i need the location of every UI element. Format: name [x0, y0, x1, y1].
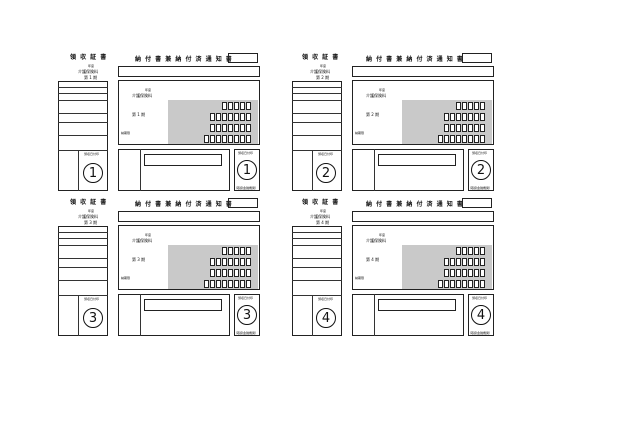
slip-year-label: 年度 — [145, 88, 152, 92]
slip-title: 納 付 書 兼 納 付 済 通 知 書 — [135, 201, 233, 208]
slip-header-row — [352, 66, 494, 77]
stub-fee-label: 介護保険料 — [78, 214, 98, 219]
slip-stamp-box — [234, 294, 260, 336]
stub-stamp-label: 領収日付印 — [318, 152, 334, 156]
slip-main-frame — [118, 225, 260, 290]
slip-year-label: 年度 — [379, 88, 386, 92]
slip-stamp-label: 領収日付印 — [472, 296, 488, 300]
slip-header-row — [352, 211, 494, 222]
stub-number: 2 — [316, 163, 336, 183]
slip-header-row — [118, 66, 260, 77]
stub-stamp-label: 領収日付印 — [318, 297, 334, 301]
stub-period-label: 第 3 期 — [84, 220, 98, 225]
stub-title: 領 収 証 書 — [302, 54, 340, 61]
slip-code-box — [462, 198, 492, 208]
slip-code-box — [228, 53, 258, 63]
stub-frame — [292, 226, 342, 336]
stub-number: 4 — [316, 308, 336, 328]
stub-year-label: 年度 — [88, 209, 95, 213]
slip-title: 納 付 書 兼 納 付 済 通 知 書 — [366, 201, 464, 208]
slip-period-label: 第 3 期 — [132, 257, 146, 262]
slip-note: （取扱金融機関） — [468, 186, 493, 190]
slip-stamp-label: 領収日付印 — [238, 151, 254, 155]
slip-number: 3 — [237, 305, 257, 325]
slip-name-field — [144, 154, 222, 166]
slip-name-field — [144, 299, 222, 311]
slip-note: （取扱金融機関） — [234, 331, 259, 335]
stub-fee-label: 介護保険料 — [310, 214, 330, 219]
slip-code-box — [228, 198, 258, 208]
slip-stamp-box — [468, 149, 494, 191]
stub-title: 領 収 証 書 — [302, 199, 340, 206]
stub-number: 1 — [83, 163, 103, 183]
slip-stamp-box — [234, 149, 260, 191]
stub-fee-label: 介護保険料 — [78, 69, 98, 74]
stub-fee-label: 介護保険料 — [310, 69, 330, 74]
slip-number: 2 — [471, 160, 491, 180]
slip-year-label: 年度 — [145, 233, 152, 237]
stub-year-label: 年度 — [88, 64, 95, 68]
stub-frame — [58, 81, 108, 191]
slip-note: （取扱金融機関） — [234, 186, 259, 190]
slip-stamp-label: 領収日付印 — [238, 296, 254, 300]
stub-frame — [292, 81, 342, 191]
slip-number: 4 — [471, 305, 491, 325]
stub-period-label: 第 4 期 — [316, 220, 330, 225]
slip-fee-label: 介護保険料 — [366, 93, 386, 98]
stub-stamp-label: 領収日付印 — [84, 297, 100, 301]
slip-year-label: 年度 — [379, 233, 386, 237]
slip-name-field — [378, 299, 456, 311]
stub-period-label: 第 1 期 — [84, 75, 98, 80]
stub-frame — [58, 226, 108, 336]
slip-main-frame — [352, 80, 494, 145]
slip-number: 1 — [237, 160, 257, 180]
slip-period-label: 第 4 期 — [366, 257, 380, 262]
slip-lower-frame — [118, 149, 230, 191]
slip-deadline-label: 納期限 — [121, 276, 131, 280]
slip-period-label: 第 1 期 — [132, 112, 146, 117]
slip-name-field — [378, 154, 456, 166]
slip-lower-frame — [118, 294, 230, 336]
slip-header-row — [118, 211, 260, 222]
slip-lower-frame — [352, 149, 464, 191]
slip-period-label: 第 2 期 — [366, 112, 380, 117]
slip-main-frame — [118, 80, 260, 145]
stub-year-label: 年度 — [320, 209, 327, 213]
stub-title: 領 収 証 書 — [70, 199, 108, 206]
stub-year-label: 年度 — [320, 64, 327, 68]
slip-fee-label: 介護保険料 — [132, 93, 152, 98]
slip-fee-label: 介護保険料 — [132, 238, 152, 243]
stub-stamp-label: 領収日付印 — [84, 152, 100, 156]
stub-number: 3 — [83, 308, 103, 328]
slip-deadline-label: 納期限 — [355, 276, 365, 280]
slip-title: 納 付 書 兼 納 付 済 通 知 書 — [366, 56, 464, 63]
slip-fee-label: 介護保険料 — [366, 238, 386, 243]
slip-title: 納 付 書 兼 納 付 済 通 知 書 — [135, 56, 233, 63]
slip-stamp-label: 領収日付印 — [472, 151, 488, 155]
slip-deadline-label: 納期限 — [355, 131, 365, 135]
slip-deadline-label: 納期限 — [121, 131, 131, 135]
stub-title: 領 収 証 書 — [70, 54, 108, 61]
slip-code-box — [462, 53, 492, 63]
slip-main-frame — [352, 225, 494, 290]
slip-note: （取扱金融機関） — [468, 331, 493, 335]
slip-stamp-box — [468, 294, 494, 336]
stub-period-label: 第 2 期 — [316, 75, 330, 80]
slip-lower-frame — [352, 294, 464, 336]
